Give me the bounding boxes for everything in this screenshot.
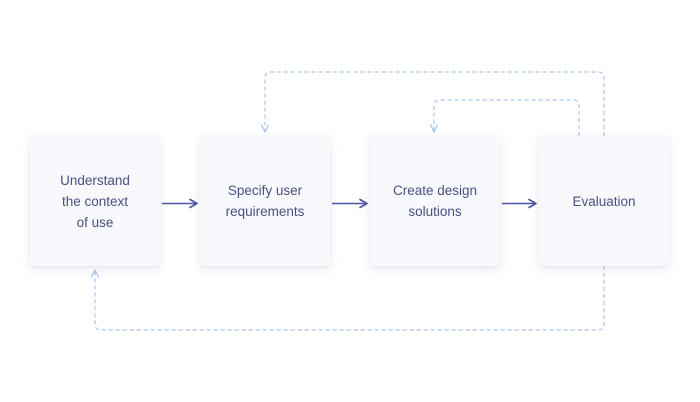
feedback-loop-evaluation-to-context	[90, 266, 605, 331]
step-label: Create design solutions	[392, 183, 478, 219]
step-label: Understand the context of use	[60, 172, 130, 230]
step-create-design-solutions: Create design solutions	[370, 136, 500, 266]
step-understand-context: Understand the context of use	[30, 136, 160, 266]
feedback-loop-evaluation-to-requirements	[260, 71, 605, 136]
step-label: Specify user requirements	[225, 183, 305, 219]
feedback-loop-evaluation-to-design	[429, 99, 580, 136]
step-specify-requirements: Specify user requirements	[200, 136, 330, 266]
step-evaluation: Evaluation	[539, 136, 669, 266]
step-label: Evaluation	[572, 193, 636, 209]
